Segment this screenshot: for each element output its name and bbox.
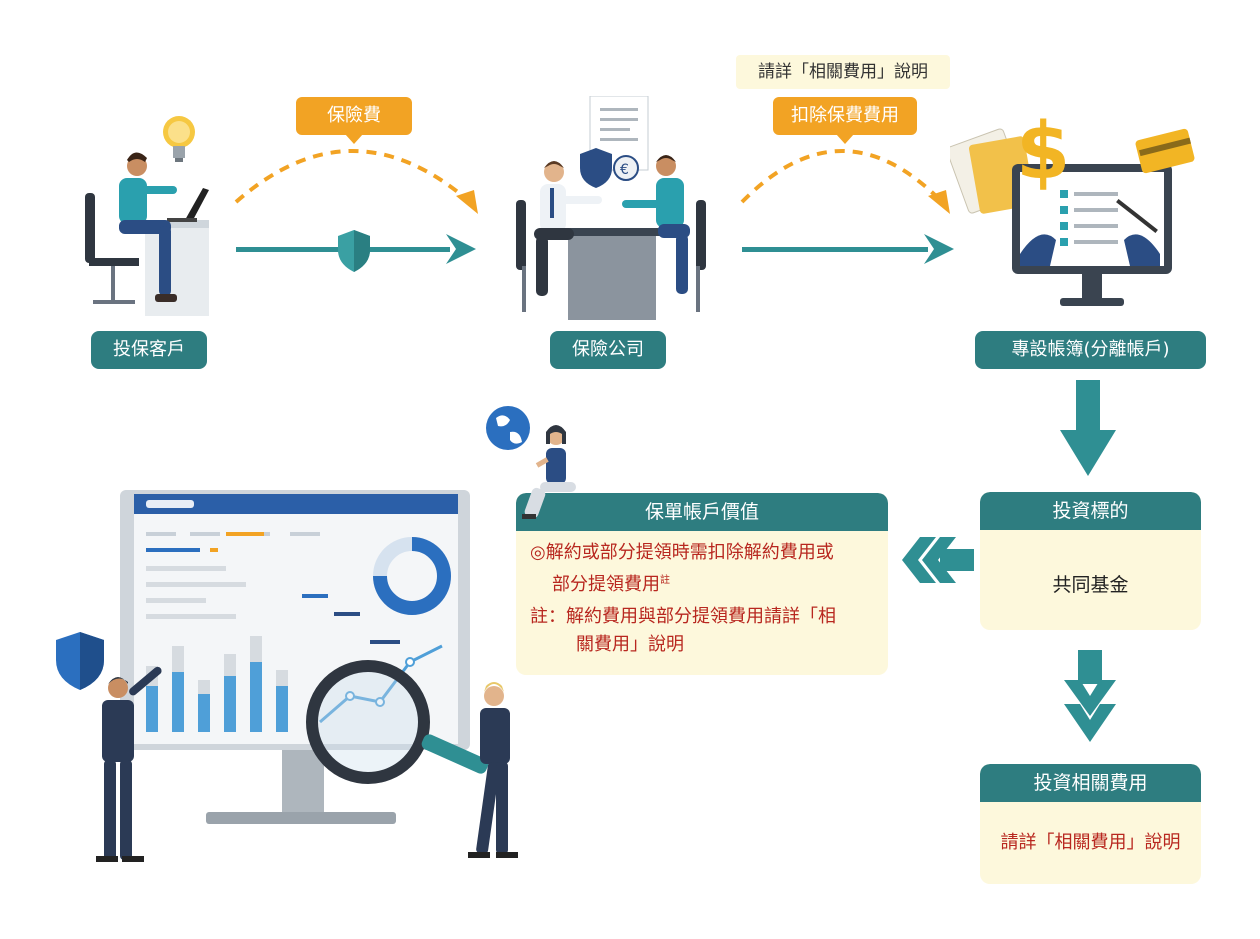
- chevron-left-arrow: [902, 537, 974, 583]
- policy-value-line1: ◎解約或部分提領時需扣除解約費用或: [530, 542, 834, 563]
- client-label: 投保客戶: [91, 331, 207, 369]
- deduct-fee-arc-arrowhead: [928, 190, 950, 214]
- deduct-flow-arrowhead: [924, 234, 954, 264]
- separate-account-label: 專設帳簿(分離帳戶): [975, 331, 1206, 369]
- lightbulb-icon: [163, 116, 195, 162]
- svg-text:€: €: [620, 162, 629, 178]
- policy-value-note-line2: 關費用」說明: [576, 634, 684, 655]
- invest-target-panel: 投資標的 共同基金: [980, 492, 1201, 630]
- insurer-illustration: €: [516, 96, 706, 320]
- invest-fees-content: 請詳「相關費用」說明: [1000, 832, 1181, 853]
- top-flow-arrows: [234, 149, 954, 272]
- policy-value-panel: 保單帳戶價值 ◎解約或部分提領時需扣除解約費用或 部分提領費用註 註：解約費用與…: [516, 493, 888, 675]
- dashboard-illustration: [56, 490, 518, 862]
- policy-value-note-line1: 註：解約費用與部分提領費用請詳「相: [530, 606, 836, 627]
- invest-target-title: 投資標的: [980, 492, 1201, 530]
- separate-account-illustration: $: [950, 107, 1195, 306]
- invest-target-content: 共同基金: [1052, 574, 1129, 596]
- insurer-label: 保險公司: [550, 331, 666, 369]
- premium-arc-arrowhead: [456, 190, 478, 214]
- invest-fees-title: 投資相關費用: [980, 764, 1201, 802]
- premium-arc-arrow: [234, 149, 472, 204]
- premium-tag: 保險費: [296, 97, 412, 144]
- woman-on-panel-illustration: [486, 406, 576, 519]
- invest-fees-panel: 投資相關費用 請詳「相關費用」說明: [980, 764, 1201, 884]
- policy-value-footnote-mark: 註: [660, 575, 670, 586]
- related-fees-note: 請詳「相關費用」說明: [736, 55, 950, 89]
- deduct-flow-line: [742, 247, 928, 252]
- magnifier-icon: [306, 660, 430, 784]
- policy-value-line2: 部分提領費用: [552, 574, 660, 595]
- down-chevron-to-invest-fees: [1064, 650, 1116, 742]
- policy-value-title: 保單帳戶價值: [516, 493, 888, 531]
- premium-flow-arrowhead: [446, 234, 476, 264]
- down-arrow-to-invest-target: [1060, 380, 1116, 476]
- client-illustration: [85, 116, 209, 316]
- globe-icon: [486, 406, 530, 450]
- deduct-fee-arc-arrow: [740, 149, 944, 204]
- deduct-premium-fee-tag: 扣除保費費用: [773, 97, 917, 144]
- dollar-icon: $: [1016, 107, 1070, 197]
